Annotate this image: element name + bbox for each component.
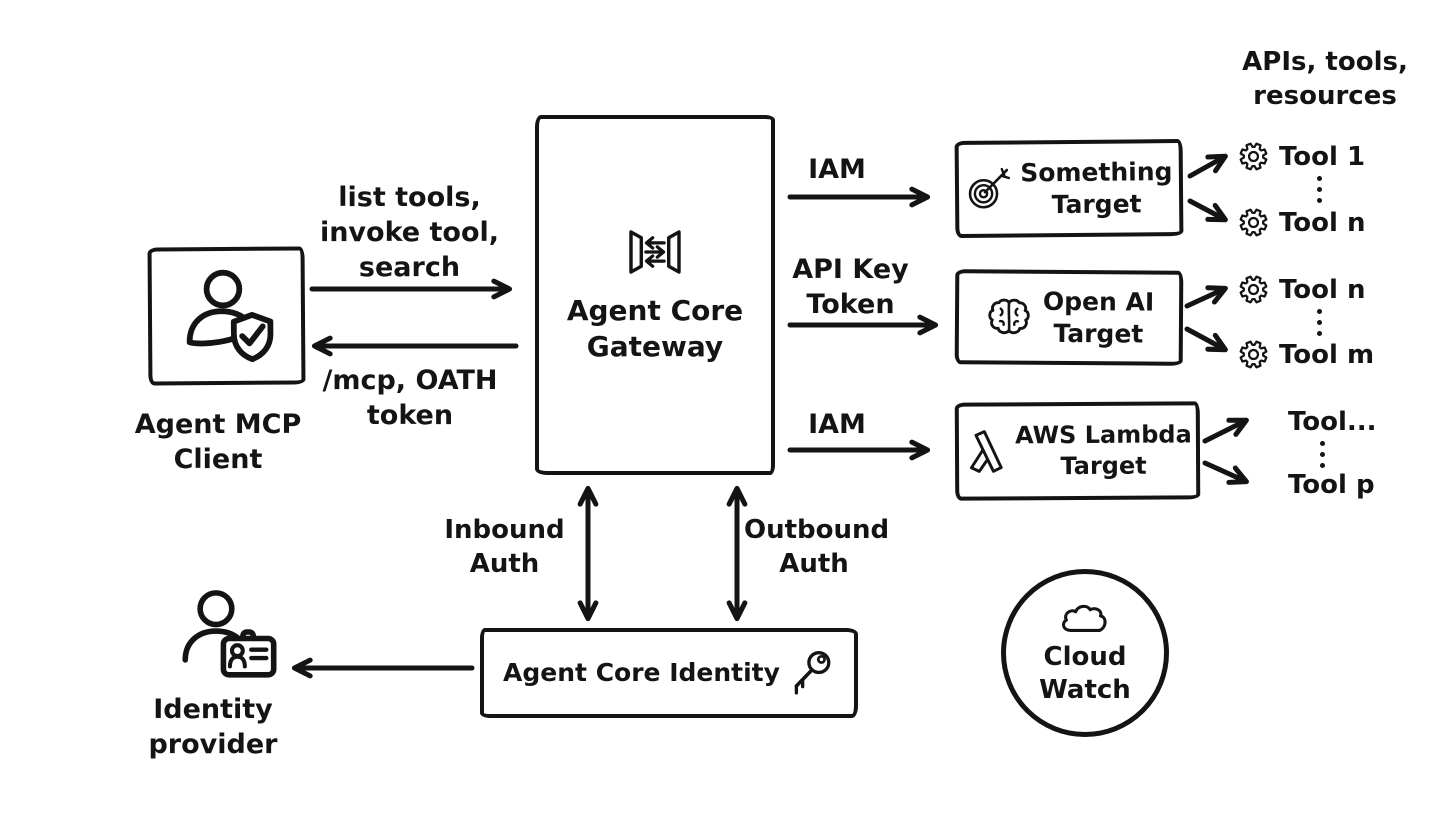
tool-label: Tool 1 <box>1279 141 1366 172</box>
user-id-card-icon <box>182 590 277 678</box>
agent-mcp-client-node <box>147 246 306 386</box>
edge-label-api-key-token: API Key Token <box>792 254 909 321</box>
tools-panel-header: APIs, tools, resources <box>1242 47 1408 111</box>
cloud-icon <box>1061 604 1107 632</box>
tool-label: Tool n <box>1279 274 1366 305</box>
ellipsis-dots <box>1317 176 1322 203</box>
cloud-watch-node: Cloud Watch <box>1001 569 1169 737</box>
tool-row: Tool p <box>1288 470 1375 500</box>
edge-label-client-to-gateway: list tools, invoke tool, search <box>319 182 500 284</box>
inbound-auth-label: Inbound Auth <box>444 515 565 579</box>
ellipsis-dots <box>1317 309 1322 336</box>
tool-row: Tool m <box>1238 339 1374 370</box>
agent-core-gateway-node: Agent Core Gateway <box>535 115 775 475</box>
agent-core-identity-label: Agent Core Identity <box>503 658 780 687</box>
something-target-node: Something Target <box>954 139 1184 238</box>
brain-icon <box>988 298 1030 335</box>
openai-target-label: Open AI Target <box>1042 286 1155 349</box>
aws-lambda-target-node: AWS Lambda Target <box>954 401 1201 501</box>
cloud-watch-label: Cloud Watch <box>1039 641 1131 705</box>
tool-label: Tool n <box>1279 207 1366 238</box>
outbound-auth-label: Outbound Auth <box>744 515 890 579</box>
agent-mcp-client-label: Agent MCP Client <box>134 409 302 476</box>
tool-row: Tool 1 <box>1238 141 1365 172</box>
user-shield-icon <box>186 269 273 363</box>
edge-label-iam-lambda: IAM <box>808 409 866 440</box>
tool-row: Tool n <box>1238 274 1365 305</box>
agent-core-identity-node: Agent Core Identity <box>480 628 858 718</box>
tool-label: Tool p <box>1288 470 1375 500</box>
gear-icon <box>1239 142 1268 171</box>
lambda-icon <box>970 430 1003 473</box>
openai-target-node: Open AI Target <box>954 269 1184 366</box>
tool-row: Tool... <box>1288 407 1377 437</box>
tool-label: Tool m <box>1279 339 1375 370</box>
gear-icon <box>1239 340 1268 369</box>
dart-target-icon <box>969 167 1011 209</box>
gear-icon <box>1239 208 1268 237</box>
key-icon <box>794 650 831 695</box>
edge-label-iam-something: IAM <box>808 154 866 185</box>
agent-core-gateway-label: Agent Core Gateway <box>566 294 744 363</box>
identity-provider-label: Identity provider <box>148 694 278 761</box>
gear-icon <box>1239 275 1268 304</box>
tool-label: Tool... <box>1288 407 1377 437</box>
tool-row: Tool n <box>1238 207 1365 238</box>
edge-label-gateway-to-client: /mcp, OATH token <box>322 365 498 432</box>
gateway-doors-icon <box>629 230 681 274</box>
something-target-label: Something Target <box>1020 156 1173 219</box>
ellipsis-dots <box>1320 441 1325 468</box>
aws-lambda-target-label: AWS Lambda Target <box>1015 420 1192 481</box>
